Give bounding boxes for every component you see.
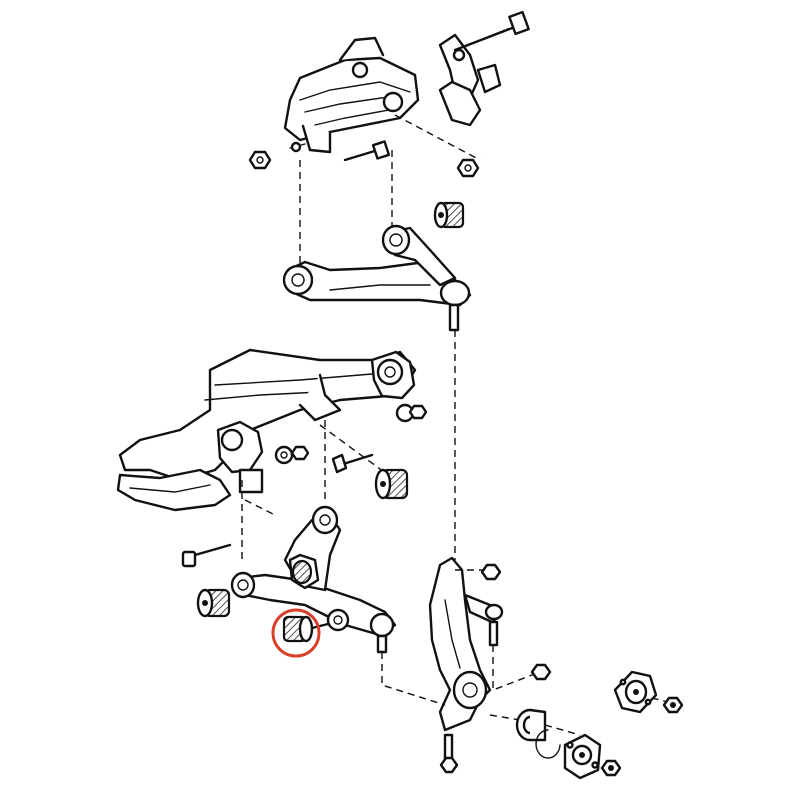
nut — [248, 150, 272, 170]
nut — [456, 158, 480, 178]
lower-arm-rear-bushing — [282, 615, 330, 643]
lower-control-arm — [230, 505, 397, 654]
wheel-hub — [563, 733, 602, 780]
bolt — [181, 543, 232, 568]
wheel-bearing — [515, 708, 547, 742]
upper-control-arm — [282, 224, 472, 332]
nut — [530, 663, 552, 681]
snap-ring — [535, 729, 561, 759]
hub-nut — [662, 696, 684, 714]
bolt — [331, 453, 374, 474]
steering-knuckle — [428, 556, 492, 774]
front-subframe — [116, 348, 417, 512]
nut — [395, 403, 428, 423]
wheel-hub — [613, 670, 658, 714]
nut — [480, 563, 502, 581]
lower-arm-front-bushing — [374, 468, 409, 500]
nut — [290, 445, 310, 461]
highlight-circle — [271, 608, 321, 658]
bolt — [453, 10, 530, 52]
strut-top-mount — [283, 36, 420, 154]
hub-nut — [600, 759, 622, 777]
upper-arm-bushing — [433, 201, 465, 229]
lower-control-arm-bushing — [196, 588, 231, 618]
height-sensor-bracket — [438, 33, 502, 127]
tie-rod-end — [463, 593, 504, 647]
bolt — [289, 140, 391, 162]
nut — [274, 445, 294, 465]
